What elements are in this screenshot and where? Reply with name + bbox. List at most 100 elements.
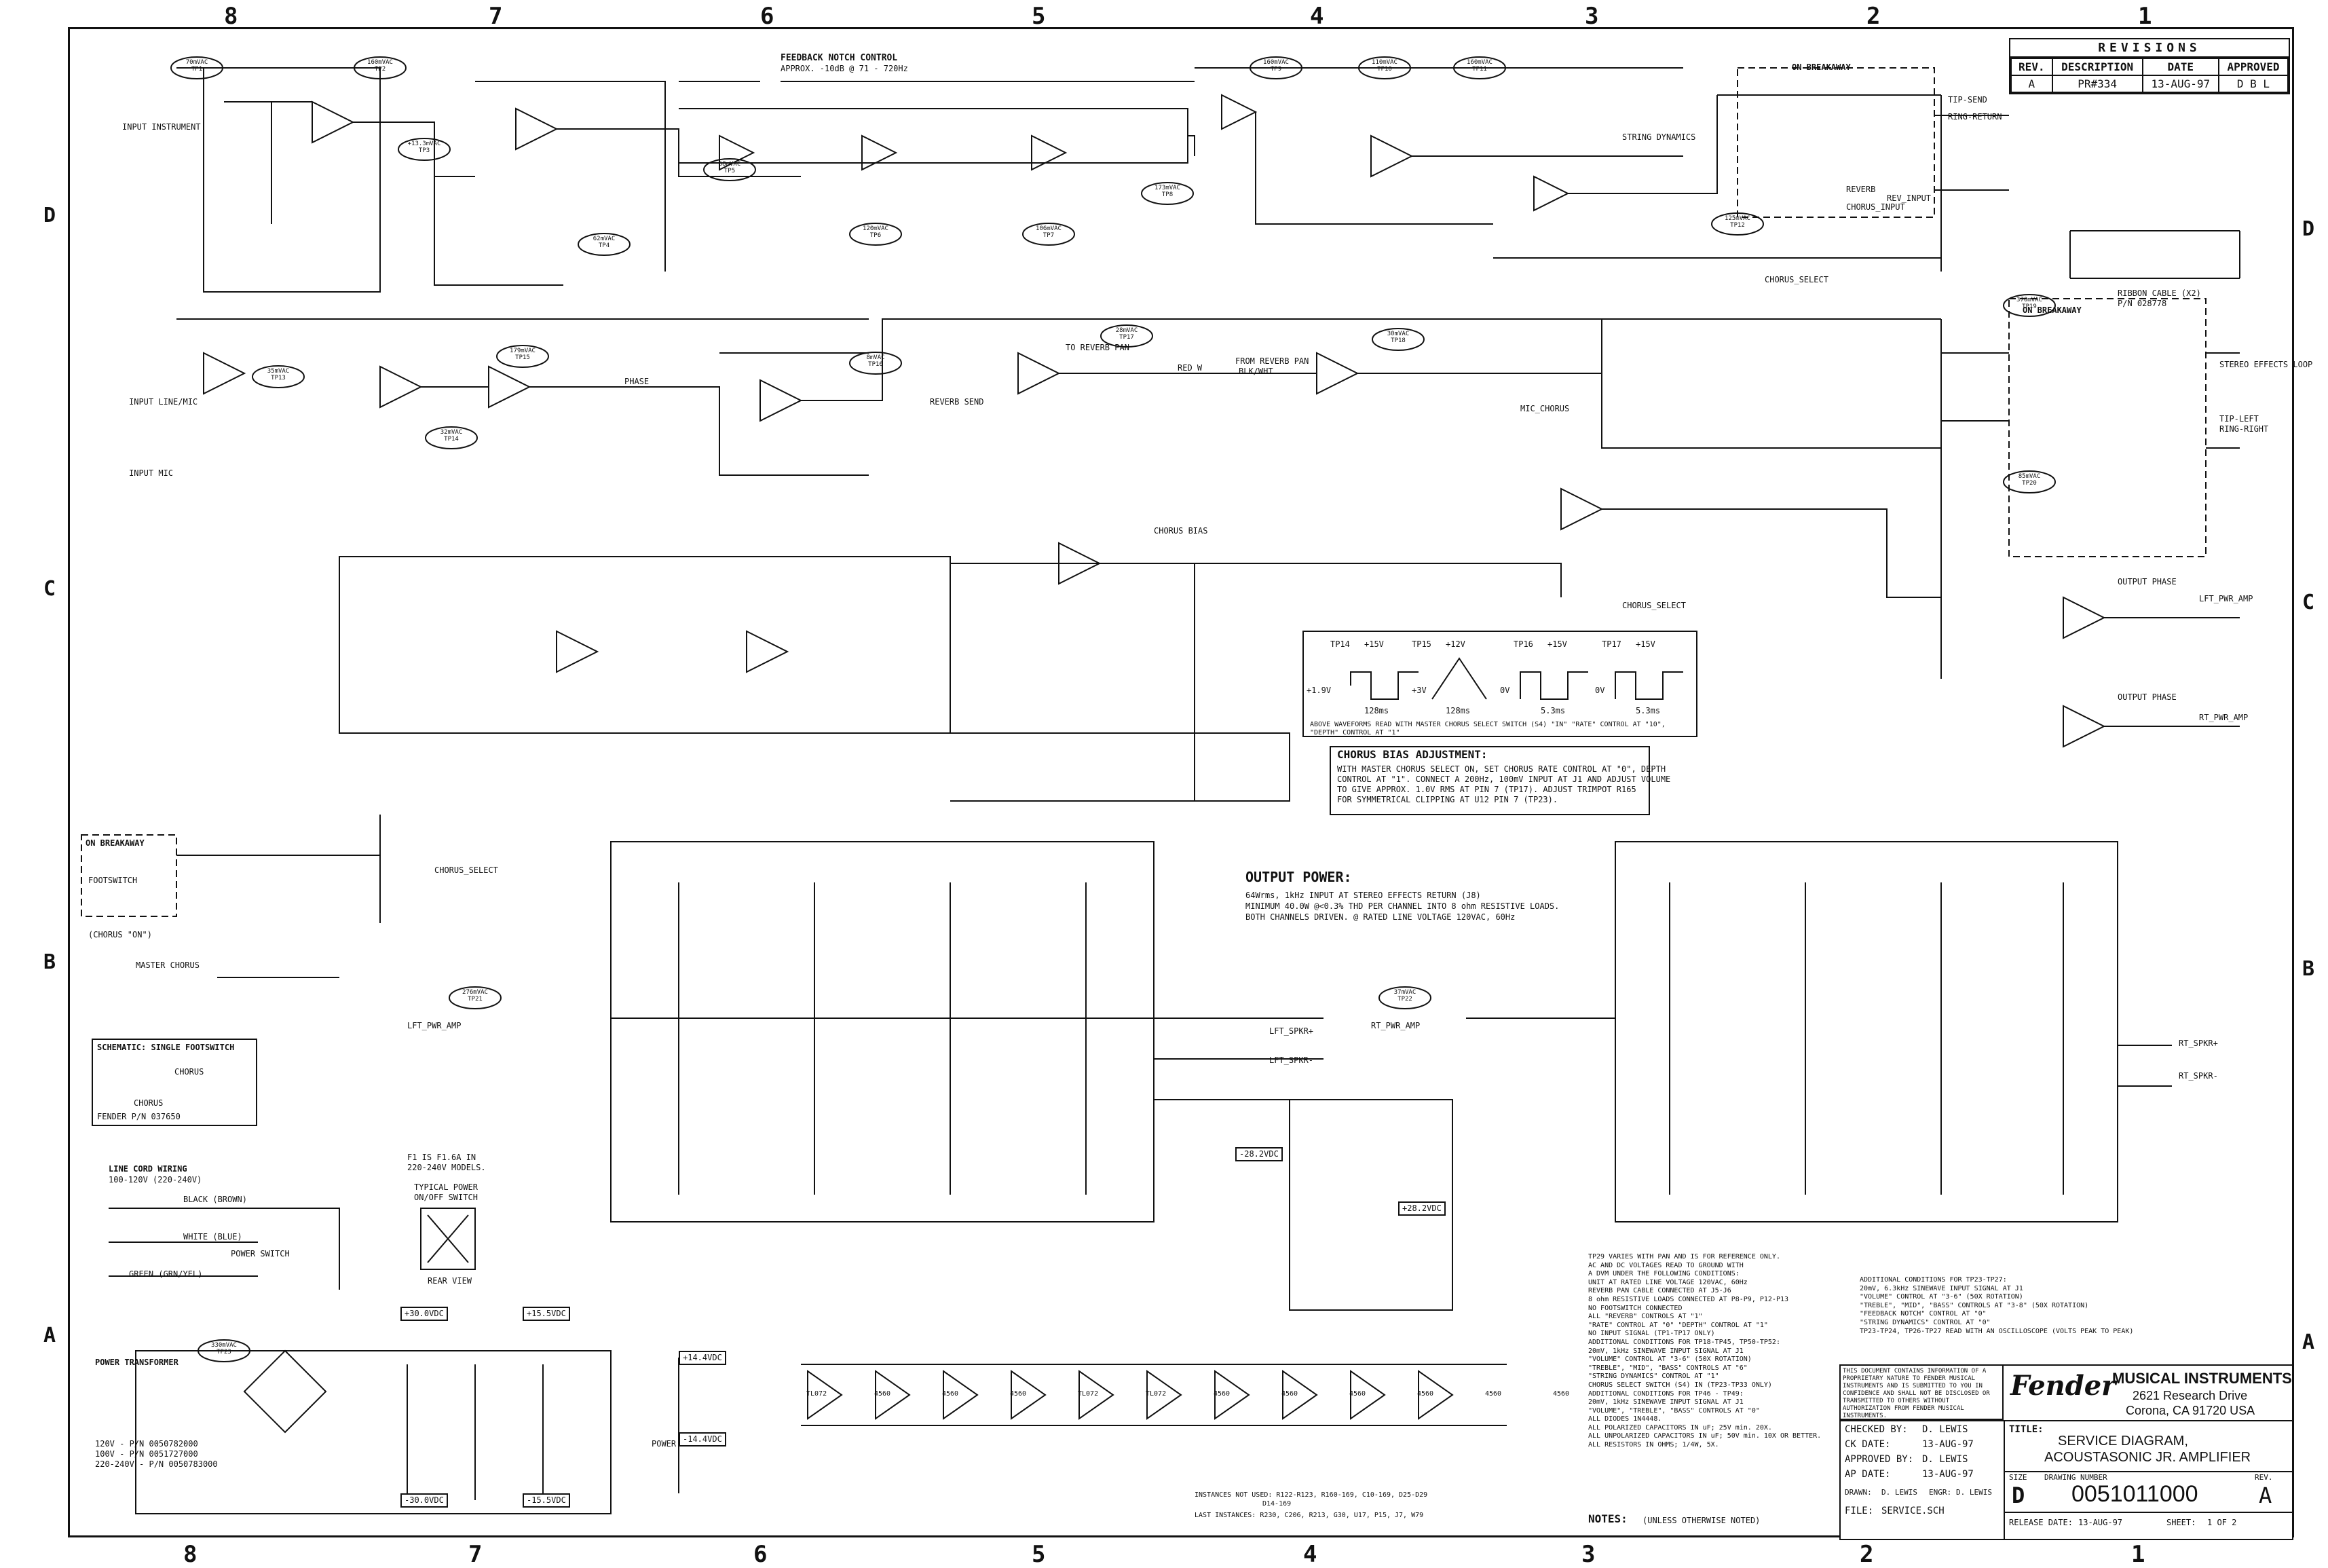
fuse-note: F1 IS F1.6A IN 220-240V MODELS. bbox=[407, 1153, 486, 1172]
black-wire: BLACK (BROWN) bbox=[183, 1195, 247, 1204]
rating-220: 220-240V - P/N 0050783000 bbox=[95, 1459, 218, 1469]
test-point-label: 110mVAC TP10 bbox=[1372, 59, 1397, 73]
zone-col-1-top: 1 bbox=[2138, 3, 2152, 30]
chorus-bias-title: CHORUS BIAS ADJUSTMENT: bbox=[1337, 748, 1488, 761]
zone-col-2-bottom: 2 bbox=[1860, 1541, 1874, 1568]
wave-tp15-hi: +12V bbox=[1446, 639, 1465, 649]
power-switch-label: POWER SWITCH bbox=[231, 1249, 290, 1258]
reverb-label: REVERB bbox=[1846, 185, 1876, 194]
test-point-label: 160mVAC TP9 bbox=[1263, 59, 1289, 73]
test-point-label: 8mVAC TP16 bbox=[866, 354, 885, 368]
file-label: FILE: bbox=[1845, 1506, 1874, 1516]
opamp-label: TL072 bbox=[1078, 1390, 1099, 1398]
chorus-input-label: CHORUS_INPUT bbox=[1846, 202, 1905, 212]
rev-value: A bbox=[2259, 1482, 2272, 1508]
power-transformer-title: POWER TRANSFORMER bbox=[95, 1358, 179, 1367]
address-1: 2621 Research Drive bbox=[2133, 1389, 2248, 1402]
test-point-label: 30mVAC TP18 bbox=[1387, 331, 1410, 344]
zone-row-d-left: D bbox=[43, 204, 56, 227]
company-name: MUSICAL INSTRUMENTS bbox=[2112, 1370, 2292, 1387]
wave-tp17-hi: +15V bbox=[1636, 639, 1655, 649]
test-point-label: 120mVAC TP6 bbox=[863, 225, 888, 239]
drawing-border bbox=[68, 27, 2294, 1537]
test-point-label: 173mVAC TP8 bbox=[1154, 185, 1180, 198]
opamp-label: 4560 bbox=[1417, 1390, 1434, 1398]
sheet-label: SHEET: bbox=[2166, 1518, 2196, 1527]
chorus-bias-line-4: FOR SYMMETRICAL CLIPPING AT U12 PIN 7 (T… bbox=[1337, 795, 1558, 804]
rev-col-date: DATE bbox=[2141, 58, 2219, 76]
zone-col-5-bottom: 5 bbox=[1032, 1541, 1046, 1568]
rev-label: REV. bbox=[2255, 1473, 2273, 1482]
table-row: A PR#334 13-AUG-97 D B L bbox=[2010, 75, 2289, 93]
lft-spkr-minus: LFT_SPKR- bbox=[1269, 1056, 1314, 1065]
green-wire: GREEN (GRN/YEL) bbox=[129, 1269, 203, 1279]
ribbon-cable-label: RIBBON CABLE (X2) bbox=[2118, 288, 2201, 298]
chorus-bias-line-2: CONTROL AT "1". CONNECT A 200Hz, 100mV I… bbox=[1337, 774, 1671, 784]
footswitch-schematic-box: SCHEMATIC: SINGLE FOOTSWITCH CHORUS CHOR… bbox=[92, 1039, 257, 1126]
test-point-label: 330mVAC TP23 bbox=[211, 1342, 237, 1356]
zone-col-7-top: 7 bbox=[489, 3, 503, 30]
on-breakaway-mid: ON BREAKAWAY bbox=[2023, 305, 2082, 315]
output-power-title: OUTPUT POWER: bbox=[1245, 869, 1352, 885]
dc-box: -15.5VDC bbox=[523, 1493, 570, 1508]
rev-input-label: REV_INPUT bbox=[1887, 193, 1932, 203]
drawing-number: 0051011000 bbox=[2071, 1481, 2198, 1507]
test-point-label: 179mVAC TP15 bbox=[510, 348, 536, 361]
fb-notch-title: FEEDBACK NOTCH CONTROL bbox=[781, 53, 898, 63]
opamp-label: 4560 bbox=[942, 1390, 959, 1398]
notes-left: TP29 VARIES WITH PAN AND IS FOR REFERENC… bbox=[1588, 1253, 1822, 1449]
zone-row-d-right: D bbox=[2302, 217, 2315, 241]
on-breakaway-top: ON BREAKAWAY bbox=[1792, 62, 1851, 72]
input-mic-label: INPUT MIC bbox=[129, 468, 174, 478]
blk-wht-label: BLK/WHT bbox=[1239, 367, 1273, 376]
wave-tp14-mid: +1.9V bbox=[1307, 686, 1332, 695]
wave-tp17: TP17 bbox=[1602, 639, 1621, 649]
test-point-label: 68mVAC TP5 bbox=[718, 161, 741, 174]
approved-by-label: APPROVED BY: bbox=[1845, 1454, 1914, 1465]
dc-box: -30.0VDC bbox=[400, 1493, 448, 1508]
zone-row-a-right: A bbox=[2302, 1330, 2315, 1354]
fb-notch-subtitle: APPROX. -10dB @ 71 - 720Hz bbox=[781, 64, 908, 73]
chorus-bias-line-1: WITH MASTER CHORUS SELECT ON, SET CHORUS… bbox=[1337, 764, 1666, 774]
ap-date-label: AP DATE: bbox=[1845, 1469, 1891, 1480]
zone-col-6-top: 6 bbox=[760, 3, 774, 30]
wave-tp14-period: 128ms bbox=[1364, 706, 1389, 715]
dc-box: -28.2VDC bbox=[1235, 1147, 1283, 1161]
opamp-label: TL072 bbox=[806, 1390, 827, 1398]
waveform-caption: ABOVE WAVEFORMS READ WITH MASTER CHORUS … bbox=[1310, 721, 1666, 736]
rt-spkr-minus: RT_SPKR- bbox=[2179, 1071, 2218, 1081]
address-2: Corona, CA 91720 USA bbox=[2126, 1404, 2255, 1417]
test-point-label: 32mVAC TP14 bbox=[440, 429, 463, 443]
test-point-label: 28mVAC TP17 bbox=[1115, 327, 1138, 341]
ck-date: 13-AUG-97 bbox=[1922, 1439, 1974, 1450]
output-phase-a: OUTPUT PHASE bbox=[2118, 577, 2177, 586]
zone-col-7-bottom: 7 bbox=[468, 1541, 483, 1568]
revisions-title: REVISIONS bbox=[2010, 39, 2289, 58]
zone-col-4-top: 4 bbox=[1310, 3, 1324, 30]
drawing-number-label: DRAWING NUMBER bbox=[2044, 1473, 2107, 1482]
chorus-select-label-top: CHORUS_SELECT bbox=[1765, 275, 1828, 284]
notes-label: NOTES: bbox=[1588, 1512, 1628, 1525]
ck-date-label: CK DATE: bbox=[1845, 1439, 1891, 1450]
wave-tp15-period: 128ms bbox=[1446, 706, 1471, 715]
tip-left-label: TIP-LEFT bbox=[2219, 414, 2259, 424]
opamp-label: 4560 bbox=[1553, 1390, 1570, 1398]
string-dynamics-label: STRING DYNAMICS bbox=[1622, 132, 1696, 142]
rear-view-label: REAR VIEW bbox=[428, 1276, 472, 1286]
engr-label: ENGR: bbox=[1929, 1488, 1952, 1497]
on-breakaway-left: ON BREAKAWAY bbox=[86, 838, 145, 848]
dc-box: +15.5VDC bbox=[523, 1307, 570, 1321]
fender-pn: FENDER P/N 037650 bbox=[97, 1112, 181, 1121]
opamp-label: 4560 bbox=[1010, 1390, 1027, 1398]
zone-col-2-top: 2 bbox=[1866, 3, 1881, 30]
revisions-table: REVISIONS REV. DESCRIPTION DATE APPROVED… bbox=[2009, 38, 2290, 94]
wave-tp16: TP16 bbox=[1514, 639, 1533, 649]
test-point-label: +13.3mVAC TP3 bbox=[407, 141, 441, 154]
zone-row-b-left: B bbox=[43, 950, 56, 974]
input-instrument-label: INPUT INSTRUMENT bbox=[122, 122, 201, 132]
release-label: RELEASE DATE: bbox=[2009, 1518, 2073, 1527]
checked-by-label: CHECKED BY: bbox=[1845, 1424, 1908, 1435]
rating-100: 100V - P/N 0051727000 bbox=[95, 1449, 198, 1459]
wave-tp17-period: 5.3ms bbox=[1636, 706, 1661, 715]
